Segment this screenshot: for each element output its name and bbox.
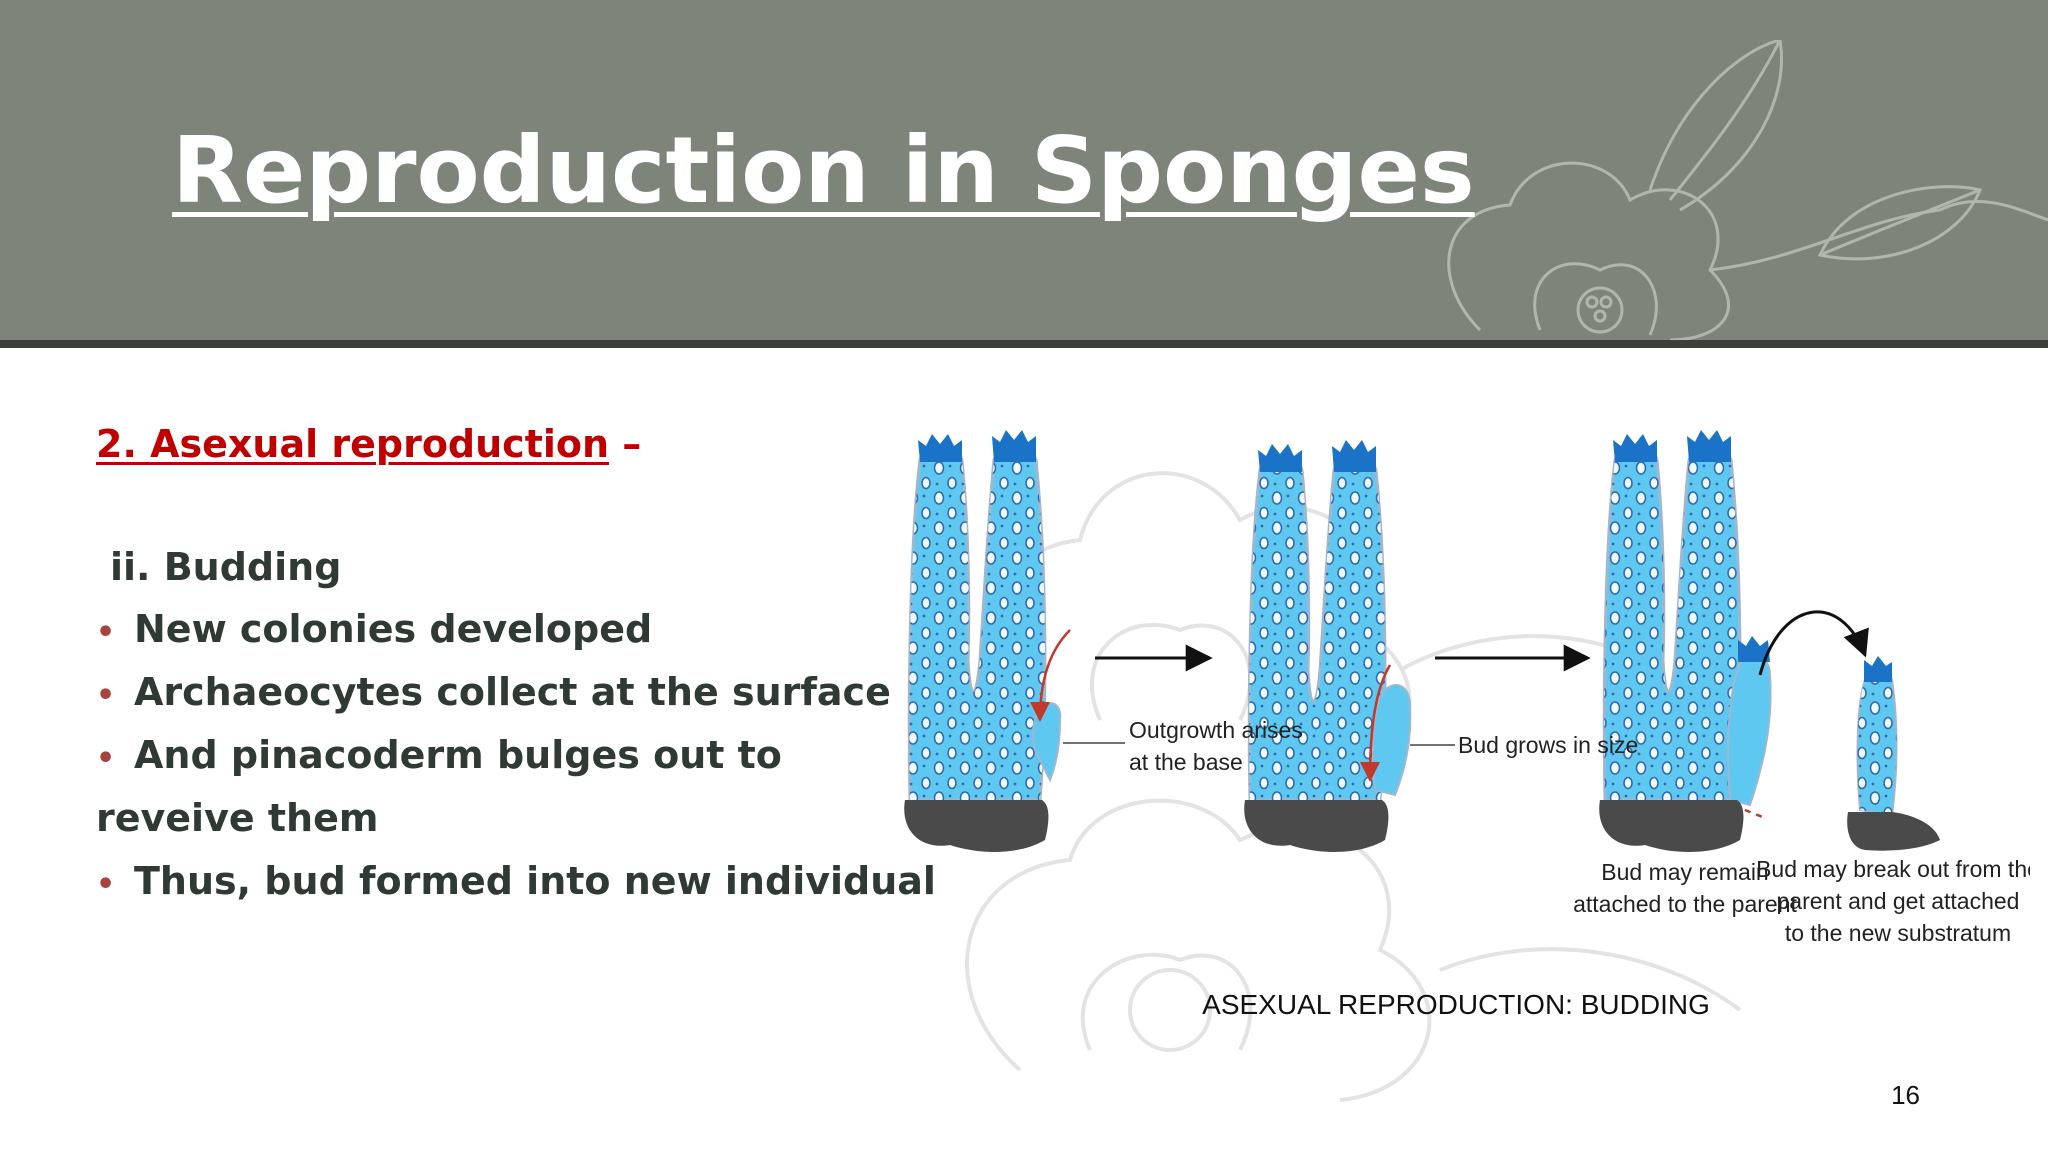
floral-decoration-icon	[1420, 40, 2048, 340]
bullet-text: And pinacoderm bulges out to	[134, 733, 782, 777]
label-outgrowth-line1: Outgrowth arises	[1129, 717, 1303, 743]
sponge-stage-4	[1847, 656, 1940, 851]
bullet-text: New colonies developed	[134, 607, 652, 651]
label-breakout-line3: to the new substratum	[1785, 920, 2011, 946]
bullet-text: Archaeocytes collect at the surface	[134, 670, 891, 714]
label-breakout-line1: Bud may break out from the	[1756, 856, 2030, 882]
bullet-dot-icon: •	[96, 741, 134, 776]
bullet-text-continuation: reveive them	[96, 796, 378, 840]
section-heading-dash: –	[609, 422, 641, 466]
bullet-item: •Archaeocytes collect at the surface	[96, 670, 891, 714]
section-heading: 2. Asexual reproduction –	[96, 422, 641, 466]
label-breakout-line2: parent and get attached	[1777, 888, 2020, 914]
banner-divider	[0, 340, 2048, 348]
label-outgrowth-line2: at the base	[1129, 749, 1243, 775]
slide-title: Reproduction in Sponges	[172, 112, 1475, 230]
section-heading-label: 2. Asexual reproduction	[96, 422, 609, 466]
bullet-item: •Thus, bud formed into new individual	[96, 859, 936, 903]
sponge-stage-3	[1599, 430, 1865, 852]
bullet-item: •New colonies developed	[96, 607, 652, 651]
bullet-dot-icon: •	[96, 867, 134, 902]
label-remain-line1: Bud may remain	[1601, 859, 1768, 885]
label-remain-line2: attached to the parent	[1573, 891, 1797, 917]
budding-diagram: Outgrowth arises at the base Bud grows i…	[880, 400, 2030, 1060]
bullet-item: •And pinacoderm bulges out to	[96, 733, 782, 777]
bullet-dot-icon: •	[96, 615, 134, 650]
bullet-dot-icon: •	[96, 678, 134, 713]
label-bud-grows: Bud grows in size	[1458, 732, 1638, 758]
sponge-stage-1	[904, 430, 1070, 852]
diagram-caption: ASEXUAL REPRODUCTION: BUDDING	[1202, 989, 1710, 1020]
page-number: 16	[1860, 1080, 1920, 1111]
bullet-text: Thus, bud formed into new individual	[134, 859, 936, 903]
sponge-stage-2	[1244, 440, 1410, 852]
subheading: ii. Budding	[110, 545, 341, 589]
